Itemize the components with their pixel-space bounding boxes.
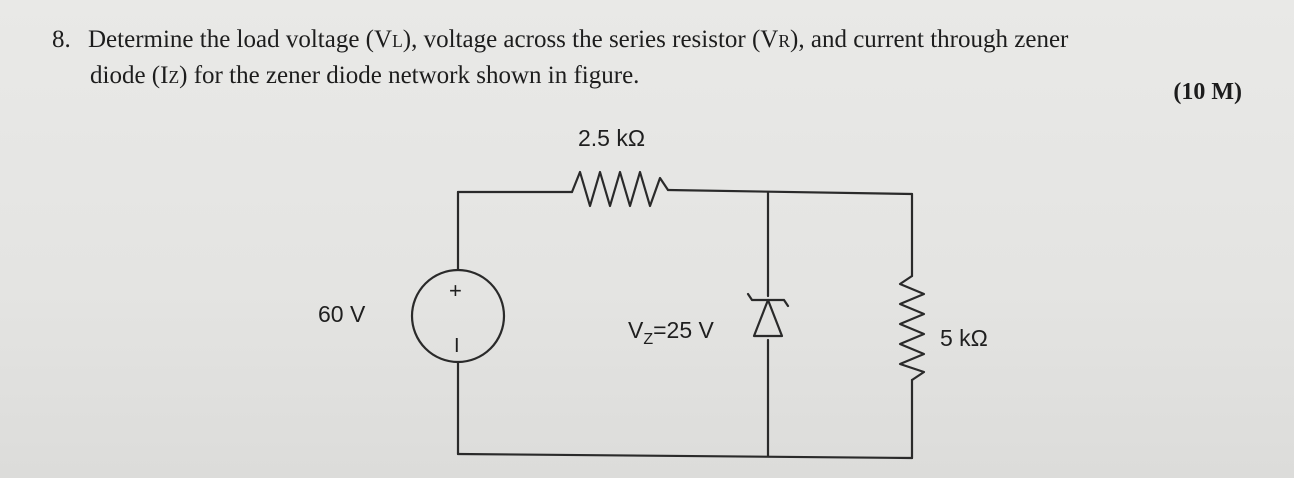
question-line-2: diode (IZ) for the zener diode network s… bbox=[90, 58, 639, 95]
zener-label-prefix: V bbox=[628, 317, 644, 343]
source-minus-mark: I bbox=[454, 335, 460, 357]
question-number: 8. bbox=[52, 26, 71, 53]
voltage-source-symbol bbox=[410, 268, 506, 364]
wire-bottom bbox=[456, 452, 914, 460]
subscript-l: L bbox=[392, 31, 403, 51]
source-plus-sign: + bbox=[449, 278, 462, 303]
question-text-part: ), and current through zener bbox=[790, 26, 1069, 53]
zener-label-value: =25 V bbox=[653, 317, 714, 343]
load-resistor-symbol bbox=[898, 274, 926, 382]
question-text-part: ) for the zener diode network shown in f… bbox=[179, 62, 640, 89]
series-resistor-label: 2.5 kΩ bbox=[578, 125, 645, 151]
question-text-part: Determine the load voltage (V bbox=[88, 26, 393, 53]
load-resistor-label: 5 kΩ bbox=[940, 325, 988, 351]
zener-diode-symbol bbox=[746, 292, 790, 338]
subscript-z: Z bbox=[168, 67, 180, 87]
zener-voltage-label: VZ=25 V bbox=[628, 317, 715, 348]
question-text-part: ), voltage across the series resistor (V bbox=[402, 26, 779, 53]
source-voltage-label: 60 V bbox=[318, 301, 366, 327]
question-line-1: 8. Determine the load voltage (VL), volta… bbox=[52, 22, 1068, 59]
series-resistor-symbol bbox=[570, 170, 670, 208]
subscript-r: R bbox=[778, 31, 791, 51]
wire-top-right bbox=[666, 188, 914, 196]
zener-label-sub: Z bbox=[643, 331, 653, 348]
marks-label: (10 M) bbox=[1173, 79, 1242, 105]
question-text-part: diode (I bbox=[90, 62, 169, 89]
circuit-wires bbox=[456, 188, 914, 460]
